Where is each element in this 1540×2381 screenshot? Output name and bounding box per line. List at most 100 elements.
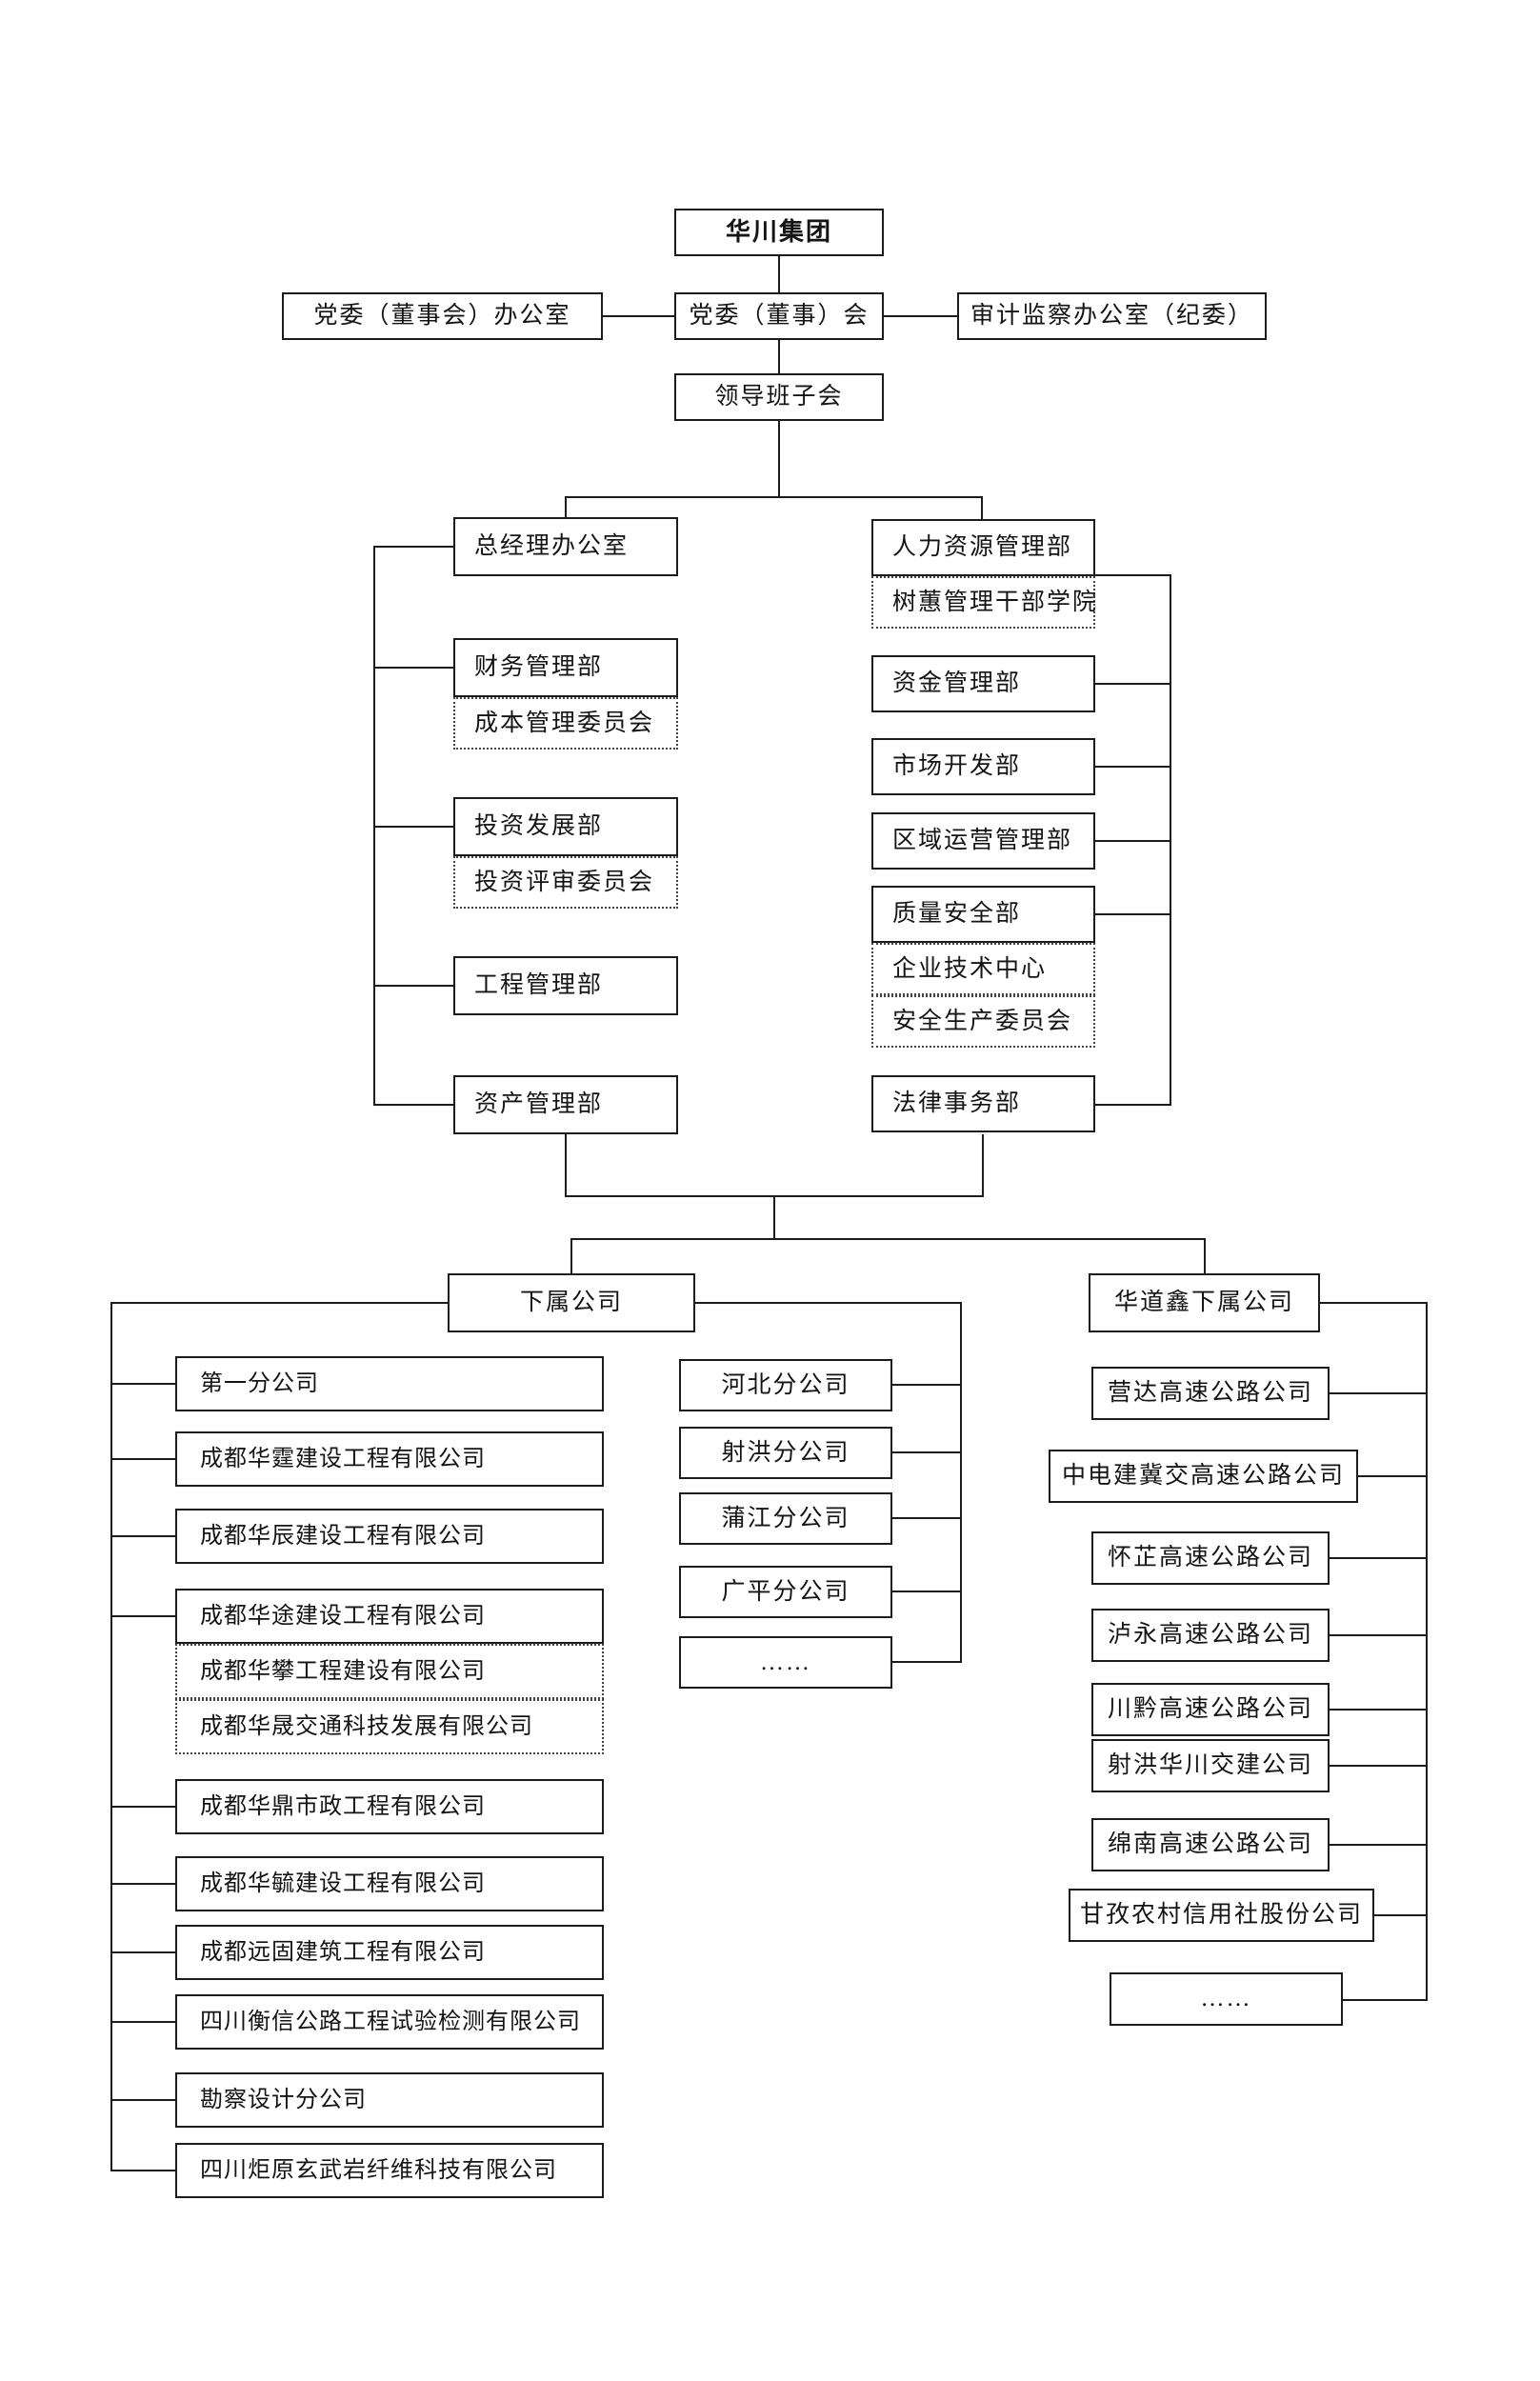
node-huachuan-group: 华川集团 [674, 209, 884, 256]
connector-hline [110, 1458, 175, 1460]
node-regional-ops-dept: 区域运营管理部 [871, 812, 1095, 870]
connector-hline [1330, 1844, 1426, 1846]
node-label: 勘察设计分公司 [200, 2087, 367, 2112]
connector-hline [892, 1661, 960, 1663]
node-safety-committee: 安全生产委员会 [871, 995, 1095, 1048]
node-label: 川黔高速公路公司 [1107, 1696, 1313, 1723]
node-gm-office: 总经理办公室 [453, 517, 678, 576]
node-label: 四川衡信公路工程试验检测有限公司 [200, 2009, 581, 2034]
connector-hline [1095, 683, 1171, 685]
connector-hline [1330, 1709, 1426, 1711]
node-label: 领导班子会 [714, 384, 844, 410]
node-funds-dept: 资金管理部 [871, 655, 1095, 712]
connector-hline [892, 1451, 960, 1453]
node-hdx-ellipsis: …… [1110, 1972, 1343, 2026]
node-party-office: 党委（董事会）办公室 [282, 292, 603, 340]
connector-hline [110, 1883, 175, 1885]
node-label: 成都远固建筑工程有限公司 [200, 1939, 486, 1965]
node-subsidiary-huatu: 成都华途建设工程有限公司 [175, 1589, 604, 1644]
connector-hline [1343, 1999, 1426, 2001]
connector-vline [1426, 1302, 1428, 2001]
connector-hline [1330, 1557, 1426, 1559]
connector-vline [960, 1302, 962, 1663]
node-label: 财务管理部 [474, 654, 604, 681]
connector-vline [565, 496, 567, 517]
node-subsidiary-huating: 成都华霆建设工程有限公司 [175, 1431, 604, 1487]
node-label: 射洪分公司 [721, 1439, 850, 1466]
node-label: 广平分公司 [721, 1578, 850, 1605]
node-label: …… [1200, 1986, 1252, 2012]
node-label: 怀芷高速公路公司 [1107, 1545, 1313, 1571]
connector-vline [1204, 1238, 1206, 1273]
node-hr-dept: 人力资源管理部 [871, 519, 1095, 576]
node-label: 营达高速公路公司 [1107, 1380, 1313, 1407]
node-label: 区域运营管理部 [892, 828, 1073, 854]
connector-hline [373, 826, 453, 828]
node-shuhui-academy: 树蕙管理干部学院 [871, 576, 1099, 629]
node-huadaoxin-header: 华道鑫下属公司 [1089, 1273, 1320, 1332]
node-label: 下属公司 [519, 1290, 623, 1316]
connector-vline [982, 1134, 984, 1197]
connector-hline [110, 1302, 448, 1304]
node-label: 成都华霆建设工程有限公司 [200, 1446, 486, 1471]
node-subsidiaries-header: 下属公司 [448, 1273, 695, 1332]
node-label: 人力资源管理部 [892, 534, 1073, 561]
connector-vline [570, 1238, 572, 1273]
node-label: 第一分公司 [200, 1371, 319, 1396]
node-party-committee: 党委（董事）会 [674, 292, 884, 340]
node-label: 绵南高速公路公司 [1107, 1831, 1313, 1858]
connector-hline [110, 1615, 175, 1617]
connector-hline [373, 1104, 453, 1106]
node-label: 审计监察办公室（纪委） [970, 303, 1253, 330]
connector-hline [884, 315, 957, 317]
node-hdx-yingda: 营达高速公路公司 [1091, 1367, 1330, 1420]
node-label: 中电建冀交高速公路公司 [1061, 1463, 1345, 1490]
node-quality-safety-dept: 质量安全部 [871, 886, 1095, 943]
node-hdx-huaizhi: 怀芷高速公路公司 [1091, 1531, 1330, 1585]
connector-hline [373, 985, 453, 987]
connector-hline [570, 1238, 1206, 1240]
connector-hline [1330, 1392, 1426, 1394]
connector-vline [981, 496, 983, 519]
node-branch-ellipsis: …… [679, 1636, 892, 1689]
node-branch-shehong: 射洪分公司 [679, 1427, 892, 1479]
node-label: 射洪华川交建公司 [1107, 1752, 1313, 1779]
node-label: 泸永高速公路公司 [1107, 1622, 1313, 1649]
connector-vline [565, 1134, 567, 1197]
connector-hline [695, 1302, 962, 1304]
node-label: 党委（董事）会 [689, 303, 870, 330]
connector-vline [778, 340, 780, 373]
node-label: 四川炬原玄武岩纤维科技有限公司 [200, 2157, 557, 2183]
node-subsidiary-yuangu: 成都远固建筑工程有限公司 [175, 1925, 604, 1980]
node-label: 华川集团 [725, 217, 832, 246]
node-market-dept: 市场开发部 [871, 738, 1095, 795]
node-investment-dept: 投资发展部 [453, 797, 678, 856]
connector-hline [892, 1591, 960, 1592]
node-label: 树蕙管理干部学院 [892, 589, 1099, 615]
connector-hline [1330, 1634, 1426, 1636]
node-label: 法律事务部 [892, 1090, 1022, 1117]
connector-hline [1374, 1914, 1426, 1916]
connector-hline [1330, 1765, 1426, 1767]
node-hdx-miannan: 绵南高速公路公司 [1091, 1818, 1330, 1871]
node-label: 资产管理部 [474, 1091, 604, 1118]
node-branch-hebei: 河北分公司 [679, 1359, 892, 1411]
node-label: 安全生产委员会 [892, 1008, 1073, 1034]
connector-hline [110, 1951, 175, 1953]
node-subsidiary-hengxin: 四川衡信公路工程试验检测有限公司 [175, 1994, 604, 2050]
node-hdx-ganzi: 甘孜农村信用社股份公司 [1069, 1889, 1374, 1942]
node-label: 成都华辰建设工程有限公司 [200, 1523, 486, 1549]
node-label: 河北分公司 [721, 1371, 850, 1398]
node-subsidiary-huapan-dotted: 成都华攀工程建设有限公司 [175, 1644, 604, 1699]
connector-vline [778, 421, 780, 496]
connector-hline [110, 1806, 175, 1808]
node-subsidiary-diyifengongsi: 第一分公司 [175, 1356, 604, 1411]
node-hdx-luyong: 泸永高速公路公司 [1091, 1609, 1330, 1662]
node-subsidiary-huayu: 成都华毓建设工程有限公司 [175, 1856, 604, 1911]
node-label: 投资评审委员会 [474, 869, 655, 895]
node-subsidiary-juyuan: 四川炬原玄武岩纤维科技有限公司 [175, 2143, 604, 2198]
node-branch-guangping: 广平分公司 [679, 1566, 892, 1618]
node-branch-pujiang: 蒲江分公司 [679, 1492, 892, 1545]
node-label: 成都华鼎市政工程有限公司 [200, 1793, 486, 1819]
